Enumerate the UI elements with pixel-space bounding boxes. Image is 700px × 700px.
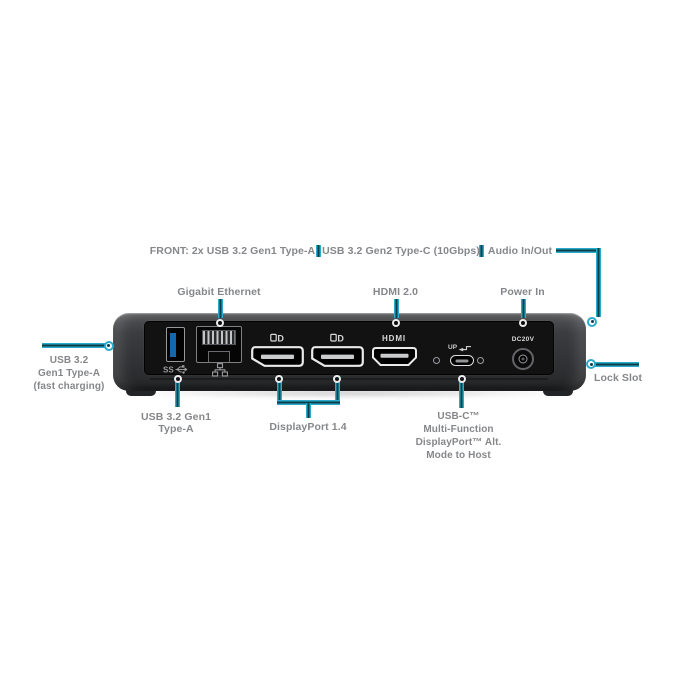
ethernet-port <box>196 326 242 363</box>
callout-dot-front <box>587 316 597 327</box>
label-line: Mode to Host <box>426 450 491 461</box>
dock-bottom-seam <box>150 378 548 380</box>
label-displayport: DisplayPort 1.4 <box>269 421 347 433</box>
svg-text:D: D <box>277 333 284 343</box>
label-hdmi: HDMI 2.0 <box>372 286 419 298</box>
label-front-usb-a: FRONT: 2x USB 3.2 Gen1 Type-A <box>149 245 316 257</box>
callout-line-usb-a-rear <box>175 382 180 407</box>
label-line: USB 3.2 Gen1 <box>140 411 212 423</box>
callout-dot-ethernet <box>216 318 224 327</box>
displayport-logo-2: D <box>330 333 344 343</box>
label-power-in: Power In <box>500 286 545 298</box>
callout-line-lock-slot <box>595 361 639 367</box>
callout-dot-dp2 <box>332 374 341 383</box>
label-line: Multi-Function <box>423 424 494 435</box>
usb-c-up-label: UP <box>448 344 458 351</box>
callout-dot-power <box>519 318 527 327</box>
separator-bar-2 <box>478 245 484 257</box>
callout-dot-usb-a-rear <box>173 374 182 383</box>
callout-bracket-dp-right <box>334 382 340 401</box>
hdmi-port <box>372 347 417 366</box>
label-line: (fast charging) <box>33 381 105 392</box>
callout-dot-lock-slot <box>586 359 596 369</box>
usb-c-port <box>450 355 474 366</box>
callout-dot-dp1 <box>274 374 283 383</box>
label-line: USB-C™ <box>437 411 480 422</box>
callout-line-hdmi <box>393 299 399 318</box>
callout-bracket-dp-h <box>277 399 340 405</box>
label-gigabit-ethernet: Gigabit Ethernet <box>177 286 261 298</box>
label-line: Gen1 Type-A <box>37 368 101 379</box>
dock-foot-right <box>543 386 573 396</box>
callout-bracket-dp-left <box>277 382 282 401</box>
callout-bracket-front-v <box>596 248 601 317</box>
callout-line-usb-c-host <box>459 382 464 408</box>
label-usb-a-rear: USB 3.2 Gen1 Type-A <box>141 411 211 435</box>
ethernet-icon <box>212 363 228 377</box>
callout-line-usb-a-fast <box>42 343 106 348</box>
screw-hole-left <box>433 357 440 364</box>
displayport-port-2 <box>311 346 364 367</box>
svg-text:SS: SS <box>163 366 174 375</box>
usb-a-port <box>166 327 185 362</box>
callout-line-power <box>520 299 526 318</box>
screw-hole-right <box>477 357 484 364</box>
label-line: USB 3.2 <box>49 355 89 366</box>
displayport-port-1 <box>251 346 304 367</box>
callout-bracket-dp-drop <box>305 403 311 418</box>
callout-dot-usb-c <box>457 374 466 383</box>
ethernet-contacts <box>202 330 236 345</box>
displayport-logo-1: D <box>270 333 284 343</box>
dc-power-jack <box>512 348 534 370</box>
label-front-usb-c: USB 3.2 Gen2 Type-C (10Gbps) <box>322 245 480 257</box>
hdmi-logo-text: HDMI <box>381 334 407 343</box>
usb-c-up-arrow-icon <box>458 346 471 352</box>
label-lock-slot: Lock Slot <box>594 372 643 384</box>
dock-foot-left <box>126 386 156 396</box>
label-line: DisplayPort™ Alt. <box>415 437 502 448</box>
separator-bar-1 <box>315 245 321 257</box>
superspeed-usb-icon: SS <box>163 365 188 375</box>
usb-c-tongue <box>455 359 469 362</box>
label-audio-in-out: Audio In/Out <box>487 245 553 257</box>
dock-shadow <box>120 388 580 398</box>
callout-dot-usb-a-fast <box>103 340 114 351</box>
label-line: Type-A <box>158 423 194 435</box>
dc-jack-pin <box>521 357 525 361</box>
callout-bracket-front-h <box>556 248 601 253</box>
usb-a-blue-tab <box>170 333 176 357</box>
label-usb-a-fast-charging: USB 3.2 Gen1 Type-A (fast charging) <box>34 354 105 393</box>
callout-line-ethernet <box>217 299 223 318</box>
callout-dot-hdmi <box>392 318 400 327</box>
svg-text:D: D <box>337 333 344 343</box>
ethernet-clip-slot <box>208 351 230 362</box>
dc-rating-text: DC20V <box>511 336 535 343</box>
label-usb-c-host: USB-C™ Multi-Function DisplayPort™ Alt. … <box>416 410 502 462</box>
